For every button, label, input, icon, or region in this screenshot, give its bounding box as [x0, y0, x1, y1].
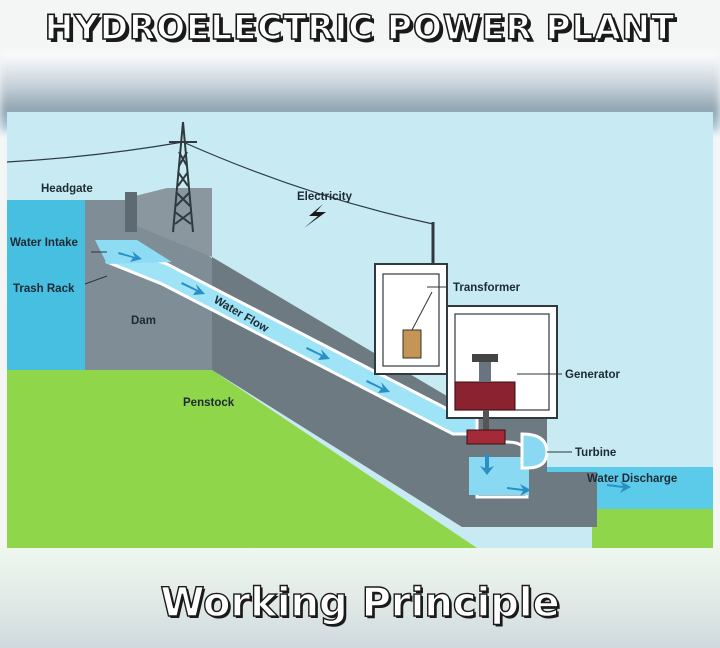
flow-arrow-icon — [480, 454, 494, 475]
page-subtitle: Working Principle — [160, 579, 561, 626]
label-water-discharge: Water Discharge — [587, 473, 677, 485]
flow-arrow-icon — [366, 380, 390, 393]
generator-cap — [472, 354, 498, 362]
transformer-unit — [402, 329, 422, 359]
footer-band — [0, 548, 720, 648]
flow-arrows — [118, 251, 631, 496]
generator-unit — [454, 381, 516, 411]
label-water-intake: Water Intake — [10, 237, 78, 249]
label-turbine: Turbine — [575, 447, 616, 459]
lightning-bolt-icon — [304, 204, 326, 228]
pointer-lines — [84, 251, 572, 453]
transmission-tower-icon — [169, 121, 197, 233]
label-headgate: Headgate — [41, 183, 93, 195]
label-dam: Dam — [131, 315, 156, 327]
intake-channel — [95, 240, 172, 264]
flow-arrow-icon — [507, 484, 531, 496]
page-title: HYDROELECTRIC POWER PLANT — [44, 7, 676, 49]
turbine-shaft — [483, 410, 489, 432]
generator-top — [479, 360, 491, 382]
label-transformer: Transformer — [453, 282, 521, 294]
flow-arrow-icon — [181, 282, 205, 295]
transformer-house-inner — [382, 273, 440, 367]
label-penstock: Penstock — [183, 397, 235, 409]
flow-arrow-icon — [118, 251, 142, 262]
headgate-block — [125, 192, 137, 232]
ground-right — [592, 507, 713, 548]
label-trash-rack: Trash Rack — [13, 283, 75, 295]
flow-arrow-icon — [306, 347, 330, 360]
label-generator: Generator — [565, 369, 620, 381]
transformer-wire — [411, 291, 433, 331]
turbine-scroll — [520, 432, 549, 470]
turbine-unit — [466, 429, 506, 445]
hydro-diagram: Headgate Water Intake Trash Rack Dam Ele… — [7, 112, 713, 548]
label-electricity: Electricity — [297, 191, 353, 203]
flow-arrow-icon — [607, 481, 631, 493]
power-line — [182, 141, 434, 225]
ground — [7, 370, 477, 548]
power-line-left — [7, 141, 184, 163]
